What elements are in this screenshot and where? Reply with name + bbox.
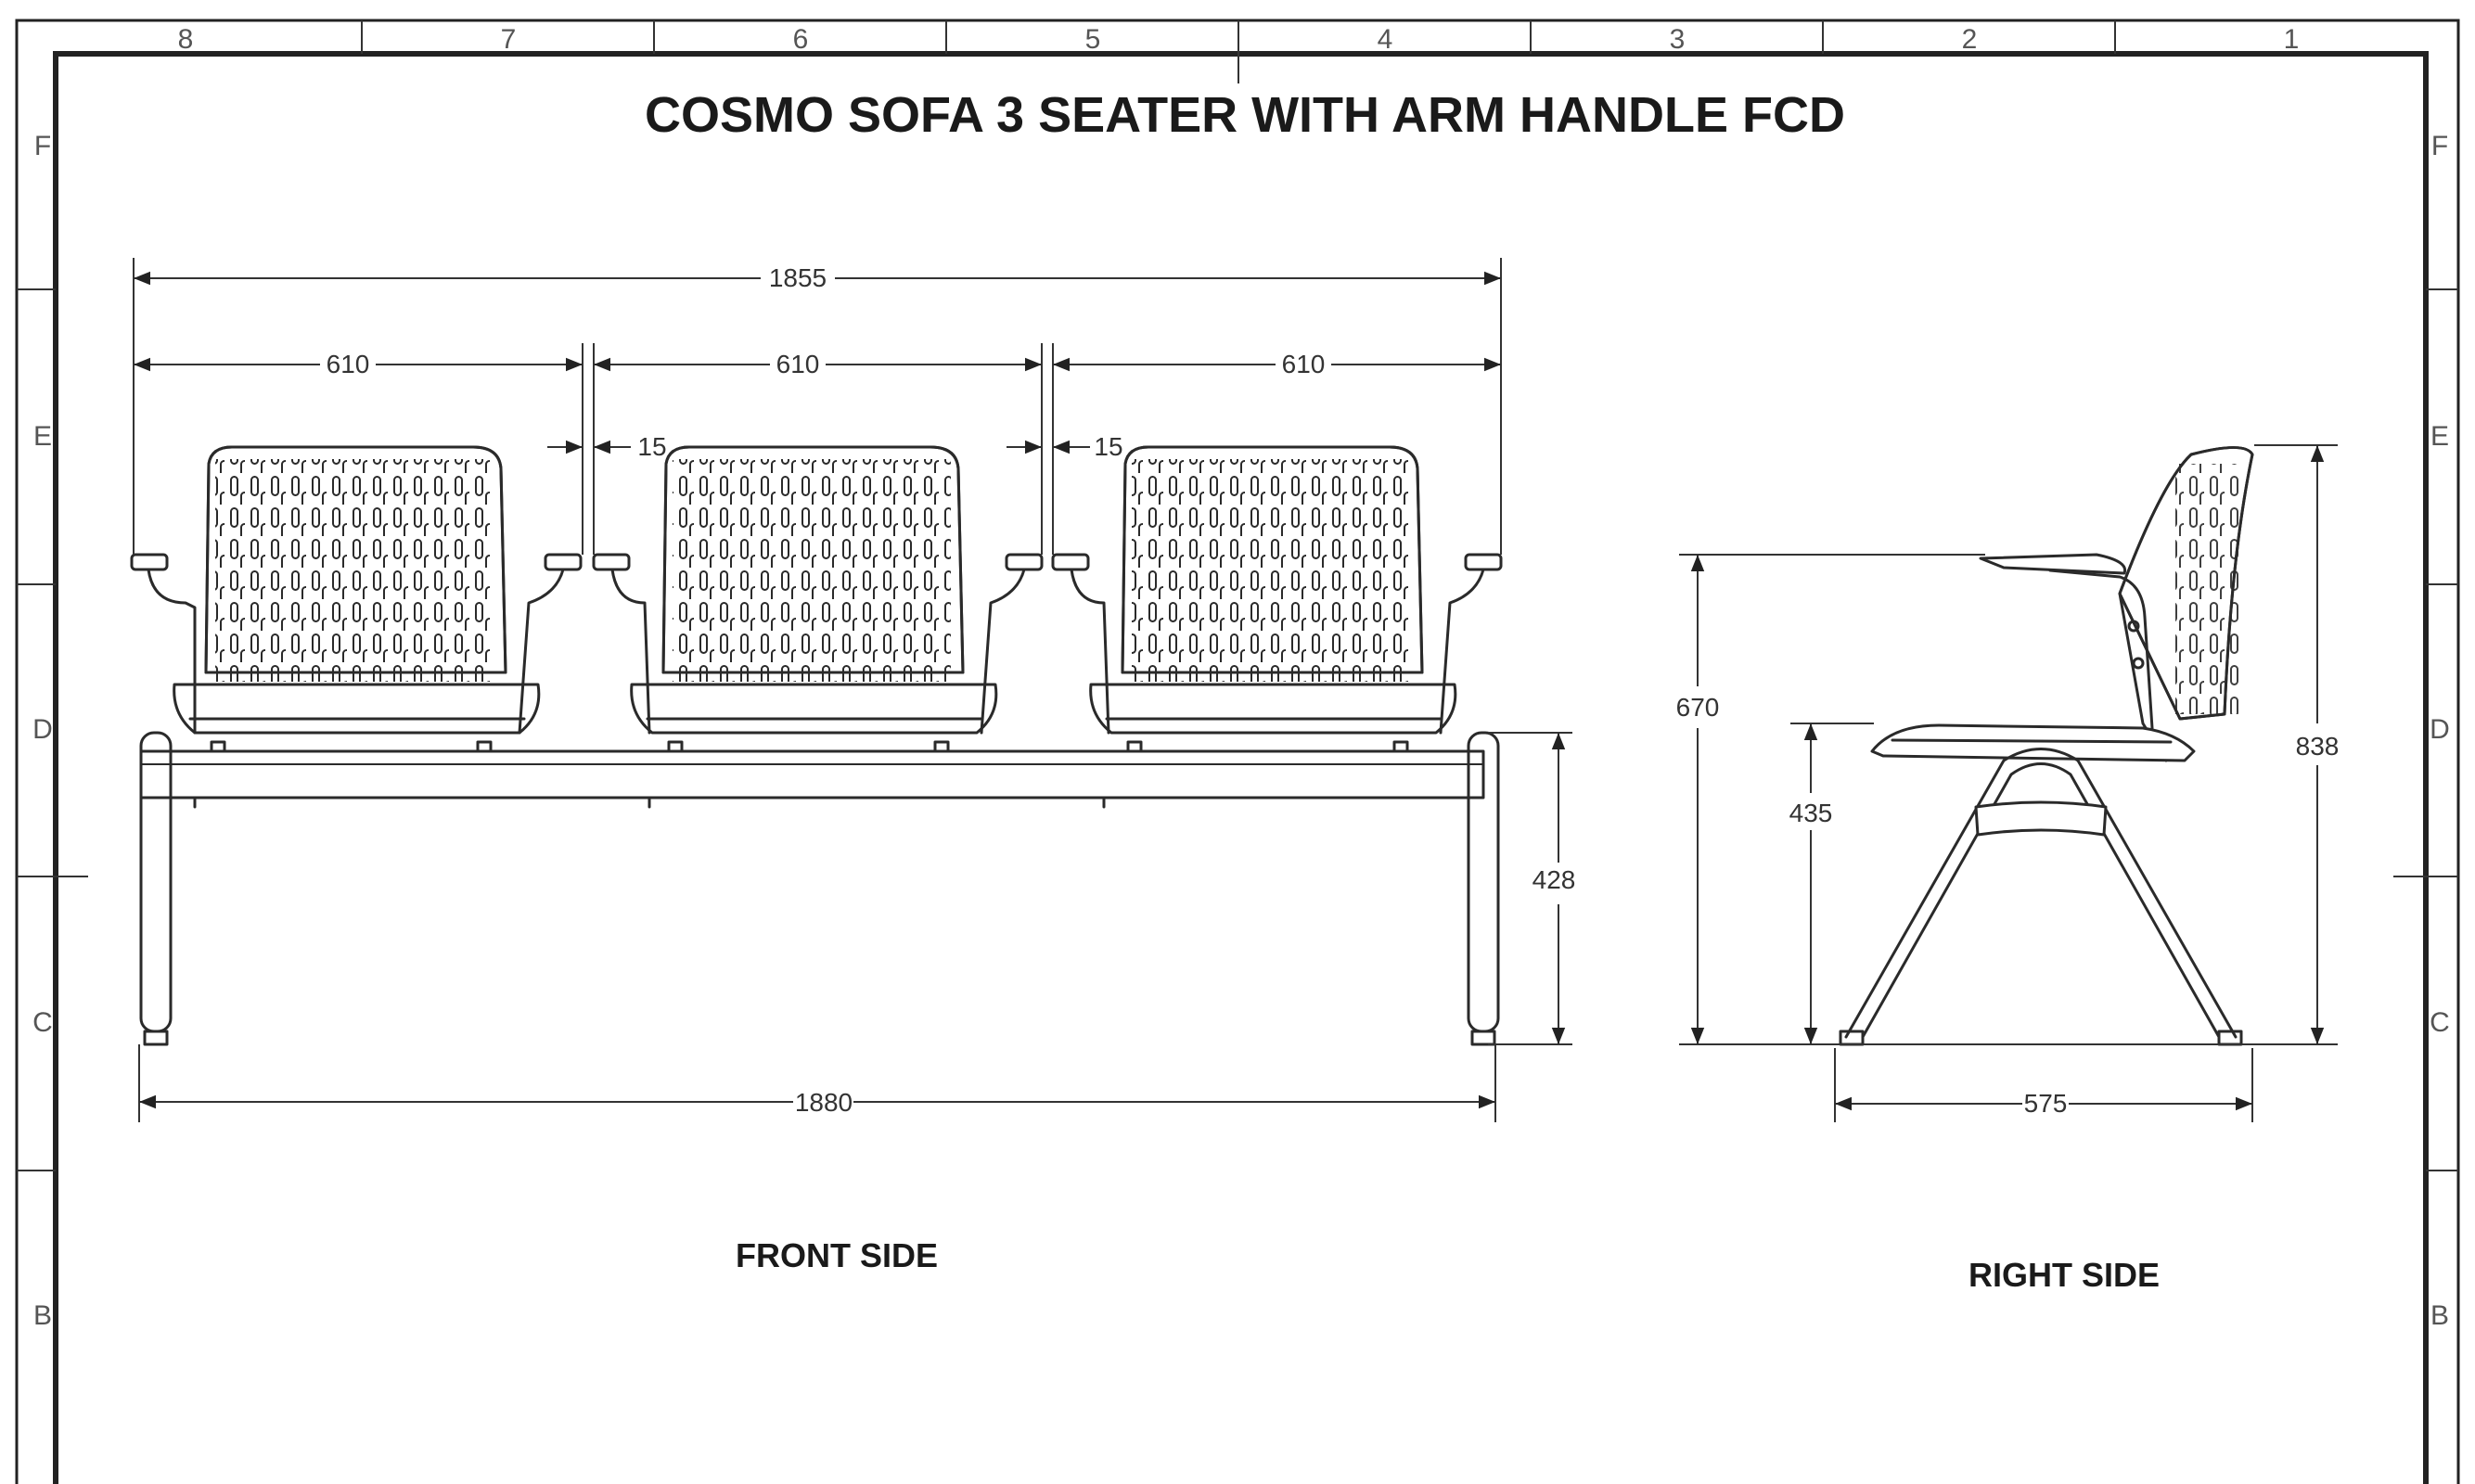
seat-1 [130, 445, 583, 753]
zone-col-4: 4 [1378, 24, 1393, 55]
zone-col-3: 3 [1670, 24, 1686, 55]
zone-row-right-f: F [2431, 131, 2448, 161]
zone-row-left-c: C [32, 1007, 53, 1038]
dim-depth: 575 [2024, 1089, 2068, 1118]
front-view-label: FRONT SIDE [736, 1236, 938, 1274]
zone-row-left-f: F [34, 131, 51, 161]
zone-row-right-c: C [2430, 1007, 2450, 1038]
dim-gap-2: 15 [1094, 432, 1122, 461]
dim-base-width: 1880 [795, 1088, 853, 1117]
zone-row-left-b: B [33, 1300, 52, 1331]
dim-overall-width: 1855 [769, 263, 827, 292]
seat-2 [592, 445, 1044, 753]
zone-row-right-e: E [2430, 421, 2449, 452]
zone-column-labels: 8 7 6 5 4 3 2 1 [178, 24, 2300, 55]
dim-beam-height: 428 [1532, 865, 1576, 894]
dim-seat-width-3: 610 [1282, 350, 1326, 378]
seat-3 [1051, 445, 1503, 753]
zone-row-right-d: D [2430, 714, 2450, 745]
side-chair [1839, 446, 2254, 1046]
dim-seat-height: 435 [1789, 799, 1833, 827]
zone-row-left-e: E [33, 421, 52, 452]
bench-frame [139, 731, 1500, 1046]
zone-col-5: 5 [1085, 24, 1101, 55]
zone-row-right-b: B [2430, 1300, 2449, 1331]
front-dimension-lines [134, 271, 1566, 1109]
zone-row-ticks [17, 288, 2458, 1171]
zone-row-labels: F E D C B F E D C B [32, 131, 2450, 1331]
side-view: 670 435 838 575 RIGHT SIDE [1676, 444, 2340, 1294]
zone-column-ticks [361, 20, 2116, 83]
zone-row-left-d: D [32, 714, 53, 745]
side-dimension-lines [1690, 445, 2325, 1111]
zone-col-6: 6 [793, 24, 809, 55]
side-view-label: RIGHT SIDE [1968, 1256, 2160, 1294]
dim-gap-1: 15 [637, 432, 666, 461]
front-view: 1855 610 610 610 15 15 428 1880 FRONT SI… [130, 258, 1576, 1274]
dim-arm-height: 670 [1676, 693, 1720, 722]
dim-seat-width-2: 610 [776, 350, 820, 378]
dim-total-height: 838 [2296, 732, 2340, 761]
drawing-title: COSMO SOFA 3 SEATER WITH ARM HANDLE FCD [645, 87, 1845, 143]
zone-col-1: 1 [2284, 24, 2300, 55]
zone-col-8: 8 [178, 24, 194, 55]
zone-col-2: 2 [1962, 24, 1978, 55]
zone-col-7: 7 [501, 24, 517, 55]
dim-seat-width-1: 610 [327, 350, 370, 378]
